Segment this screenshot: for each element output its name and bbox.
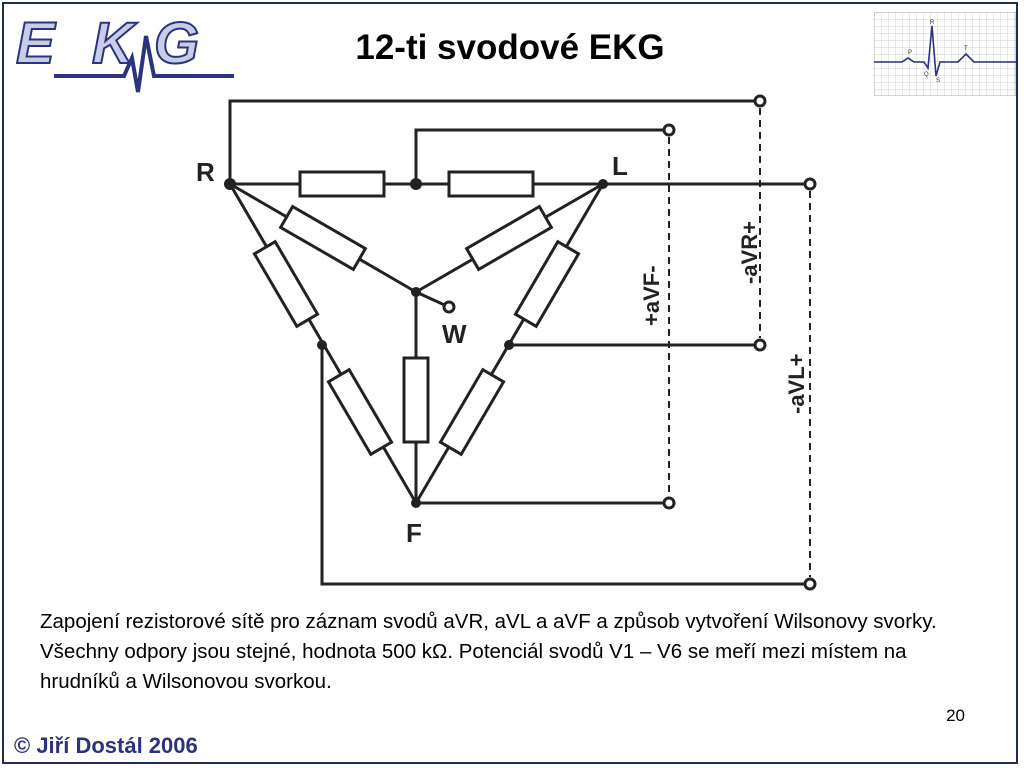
resistor-l-w bbox=[464, 204, 554, 272]
resistors bbox=[252, 170, 581, 457]
ekg-logo: E K G bbox=[14, 6, 244, 98]
node-label-l: L bbox=[612, 151, 628, 181]
junctions bbox=[224, 178, 608, 508]
page-title: 12-ti svodové EKG bbox=[355, 28, 665, 67]
figure-caption: Zapojení rezistorové sítě pro záznam svo… bbox=[40, 610, 937, 693]
logo-letter-g: G bbox=[153, 10, 200, 77]
logo-ekg-wave-icon bbox=[54, 35, 234, 93]
thumb-label-p: P bbox=[908, 50, 912, 56]
node-label-w: W bbox=[442, 319, 467, 349]
lead-label-avl: -aVL+ bbox=[784, 353, 809, 414]
page-number: 20 bbox=[946, 706, 965, 725]
thumb-label-r: R bbox=[930, 20, 935, 26]
thumb-label-q: Q bbox=[924, 72, 929, 78]
lead-label-avf: +aVF- bbox=[639, 265, 664, 326]
thumb-label-t: T bbox=[964, 46, 968, 52]
resistor-r-mid bbox=[298, 170, 386, 198]
resistor-r-f-upper bbox=[252, 239, 320, 329]
terminals bbox=[442, 94, 817, 591]
ekg-grid-thumbnail: R P T Q S bbox=[874, 12, 1016, 96]
lead-label-avr: -aVR+ bbox=[737, 221, 762, 284]
resistor-r-f-lower bbox=[326, 367, 394, 457]
lead-measurement-lines bbox=[668, 108, 811, 577]
resistor-mid-l bbox=[447, 170, 535, 198]
resistor-l-f-upper bbox=[513, 239, 581, 329]
node-label-f: F bbox=[406, 518, 422, 548]
resistor-l-f-lower bbox=[438, 367, 506, 457]
resistor-w-f bbox=[402, 356, 430, 444]
copyright-footer: © Jiří Dostál 2006 bbox=[14, 733, 198, 758]
thumb-label-s: S bbox=[936, 78, 940, 84]
logo-letter-e: E bbox=[15, 10, 56, 77]
resistor-network-diagram: R L F W +aVF- -aVR+ -aVL+ bbox=[196, 94, 817, 591]
node-label-r: R bbox=[196, 157, 215, 187]
resistor-r-w bbox=[278, 204, 368, 272]
